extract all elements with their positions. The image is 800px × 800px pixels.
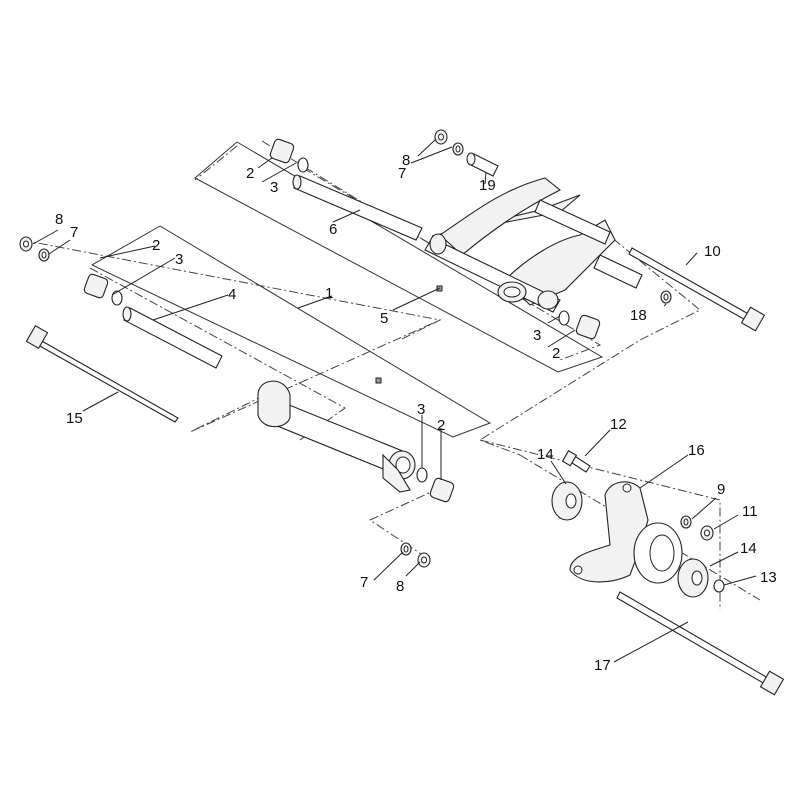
callout-11: 11 xyxy=(742,503,758,520)
callout-5: 5 xyxy=(380,310,388,327)
nut-11[interactable] xyxy=(700,525,714,541)
nut-8-left[interactable] xyxy=(19,236,33,252)
callout-3-upper: 3 xyxy=(270,179,278,196)
callout-14-left: 14 xyxy=(537,446,554,463)
bracket-16[interactable] xyxy=(569,481,683,584)
callout-2-upper: 2 xyxy=(246,165,254,182)
callout-10: 10 xyxy=(704,243,721,260)
callout-9: 9 xyxy=(717,481,725,498)
callout-16: 16 xyxy=(688,442,705,459)
callout-14-right: 14 xyxy=(740,540,757,557)
nut-8-lower[interactable] xyxy=(417,552,431,568)
callout-2-left: 2 xyxy=(152,237,160,254)
washer-7-top[interactable] xyxy=(452,142,464,156)
sleeve-6[interactable] xyxy=(292,174,423,241)
callout-6: 6 xyxy=(329,221,337,238)
washer-9[interactable] xyxy=(680,515,692,529)
bolt-12[interactable] xyxy=(561,450,591,473)
leader-lines xyxy=(32,138,757,663)
axis-bolt-10 xyxy=(478,227,701,456)
washer-7-left[interactable] xyxy=(38,248,50,262)
nut-8-top[interactable] xyxy=(434,129,448,145)
callout-13: 13 xyxy=(760,569,777,586)
swing-arm-5[interactable] xyxy=(424,177,643,313)
callout-3-right: 3 xyxy=(533,327,541,344)
callout-17: 17 xyxy=(594,657,611,674)
callout-8-left: 8 xyxy=(55,211,63,228)
bolt-15[interactable] xyxy=(25,324,179,423)
washer-3-lower[interactable] xyxy=(416,467,428,483)
sleeve-4[interactable] xyxy=(122,306,223,369)
pin-19[interactable] xyxy=(466,152,499,177)
circlip-13[interactable] xyxy=(713,579,725,593)
callout-18: 18 xyxy=(630,307,647,324)
callout-labels: 1 2 2 2 2 3 3 3 3 4 5 6 7 7 7 8 8 8 9 10… xyxy=(55,152,777,674)
washer-3-left[interactable] xyxy=(111,290,123,306)
callout-3-left: 3 xyxy=(175,251,183,268)
callout-7-left: 7 xyxy=(70,224,78,241)
washer-3-upper[interactable] xyxy=(297,157,309,173)
callout-1: 1 xyxy=(325,285,333,302)
bolt-17[interactable] xyxy=(616,591,785,696)
marker-square-middle xyxy=(375,377,382,384)
bolt-10[interactable] xyxy=(628,247,766,332)
callout-2-right: 2 xyxy=(552,345,560,362)
spacer-14-left[interactable] xyxy=(551,481,583,521)
callout-4: 4 xyxy=(228,286,236,303)
callout-2-lower: 2 xyxy=(437,417,445,434)
pipe-1[interactable] xyxy=(257,380,416,493)
callout-19: 19 xyxy=(479,177,496,194)
bushing-2-right[interactable] xyxy=(575,314,601,340)
bushing-2-left[interactable] xyxy=(83,273,109,299)
axis-upper-left xyxy=(194,145,238,181)
callout-8-top: 8 xyxy=(402,152,410,169)
callout-12: 12 xyxy=(610,416,627,433)
callout-7-lower: 7 xyxy=(360,574,368,591)
callout-15: 15 xyxy=(66,410,83,427)
assembly-frames xyxy=(90,141,604,438)
callout-8-lower: 8 xyxy=(396,578,404,595)
washer-3-right[interactable] xyxy=(558,310,570,326)
frame-upper-assembly xyxy=(194,141,604,373)
spacer-14-right[interactable] xyxy=(677,558,709,598)
callout-7-top: 7 xyxy=(398,165,406,182)
frame-middle-assembly xyxy=(90,225,492,438)
bushing-2-lower[interactable] xyxy=(429,477,455,503)
callout-3-lower: 3 xyxy=(417,401,425,418)
bushing-2-upper[interactable] xyxy=(269,138,295,164)
washer-7-lower[interactable] xyxy=(400,542,412,556)
washer-18[interactable] xyxy=(660,290,672,304)
